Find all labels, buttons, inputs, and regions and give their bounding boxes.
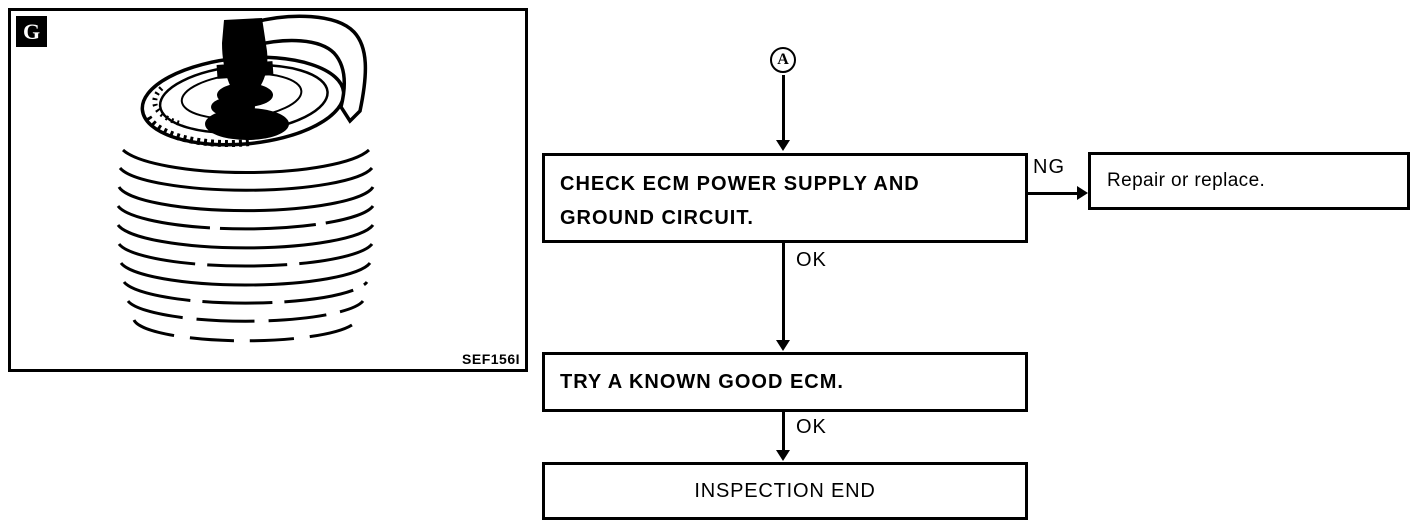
arrow-check-to-try-head [776, 340, 790, 351]
arrow-a-to-check-line [782, 75, 785, 141]
figure-panel-label: G [16, 16, 47, 47]
check-line1: CHECK ECM POWER SUPPLY AND [560, 173, 920, 195]
try-text: TRY A KNOWN GOOD ECM. [560, 370, 844, 393]
flow-node-inspection-end: INSPECTION END [542, 462, 1028, 520]
flow-node-try-ecm: TRY A KNOWN GOOD ECM. [542, 352, 1028, 412]
arrow-ng-head [1077, 186, 1088, 200]
arrow-try-to-end-line [782, 412, 785, 451]
spark-plug-illustration [116, 14, 375, 343]
flow-node-check-ecm: CHECK ECM POWER SUPPLY AND GROUND CIRCUI… [542, 153, 1028, 243]
edge-label-ng: NG [1033, 156, 1065, 178]
arrow-a-to-check-head [776, 140, 790, 151]
edge-label-ok-1: OK [796, 249, 827, 271]
arrow-check-to-try-line [782, 243, 785, 341]
arrow-ng-line [1028, 192, 1078, 195]
figure-panel: G SEF156I [8, 8, 528, 372]
flow-connector-a: A [770, 47, 796, 73]
end-text: INSPECTION END [694, 479, 876, 502]
check-line2: GROUND CIRCUIT. [560, 207, 754, 229]
repair-text: Repair or replace. [1107, 170, 1266, 191]
figure-ref-code: SEF156I [462, 351, 520, 367]
flow-node-repair: Repair or replace. [1088, 152, 1410, 210]
arrow-try-to-end-head [776, 450, 790, 461]
edge-label-ok-2: OK [796, 416, 827, 438]
